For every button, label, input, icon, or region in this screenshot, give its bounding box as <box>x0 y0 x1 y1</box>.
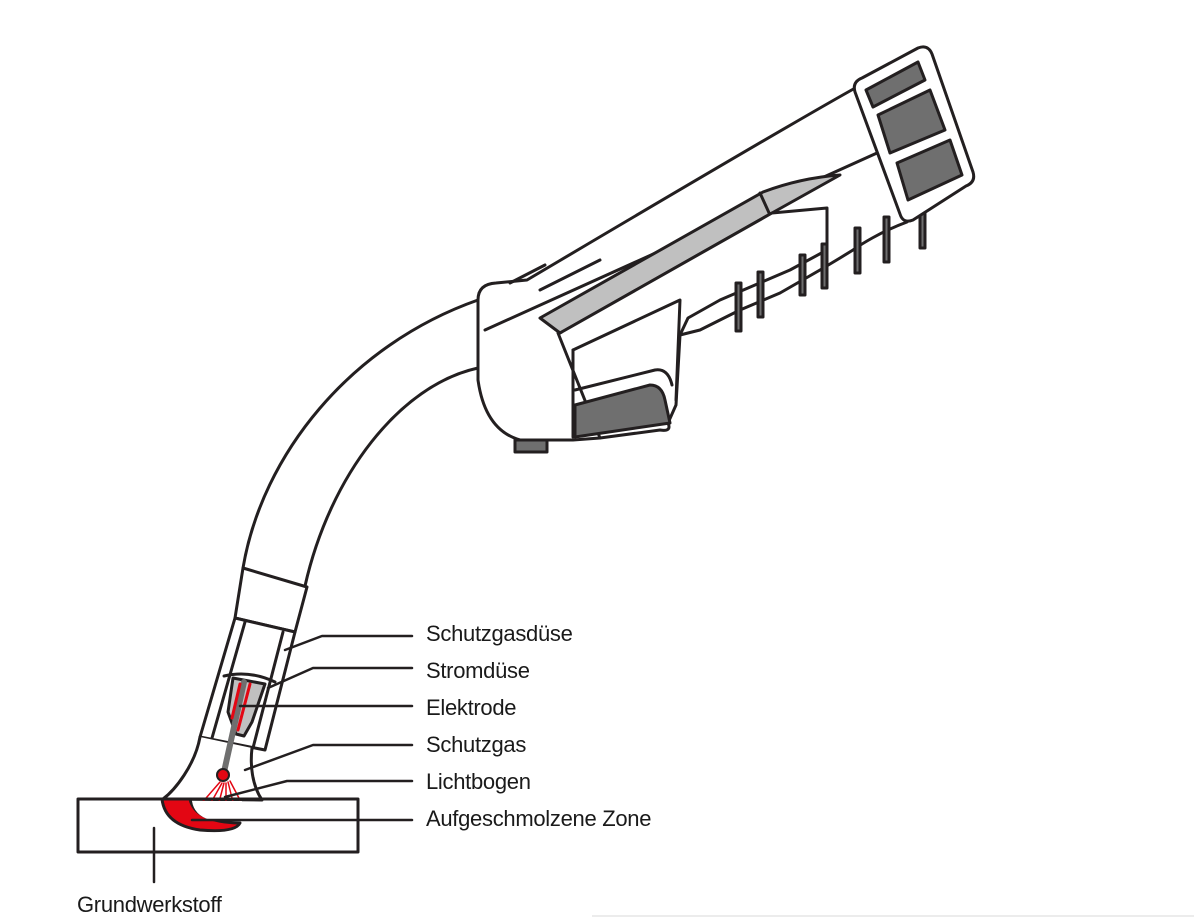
trigger <box>573 383 672 439</box>
base-material <box>76 797 360 854</box>
rear-knob <box>852 45 976 223</box>
label-base-material: Grundwerkstoff <box>77 892 222 917</box>
arc-tip <box>216 768 230 782</box>
leader-lines <box>152 634 414 884</box>
label-contact-tip: Stromdüse <box>426 658 530 683</box>
grip-strip <box>538 173 842 335</box>
bottom-tab <box>513 438 549 454</box>
electrode <box>221 679 247 775</box>
label-molten-zone: Aufgeschmolzene Zone <box>426 806 652 831</box>
grip-ridges <box>558 206 829 337</box>
label-gas-nozzle: Schutzgasdüse <box>426 621 573 646</box>
hose <box>241 298 480 570</box>
label-arc: Lichtbogen <box>426 769 531 794</box>
label-shielding-gas: Schutzgas <box>426 732 527 757</box>
label-electrode: Elektrode <box>426 695 517 720</box>
